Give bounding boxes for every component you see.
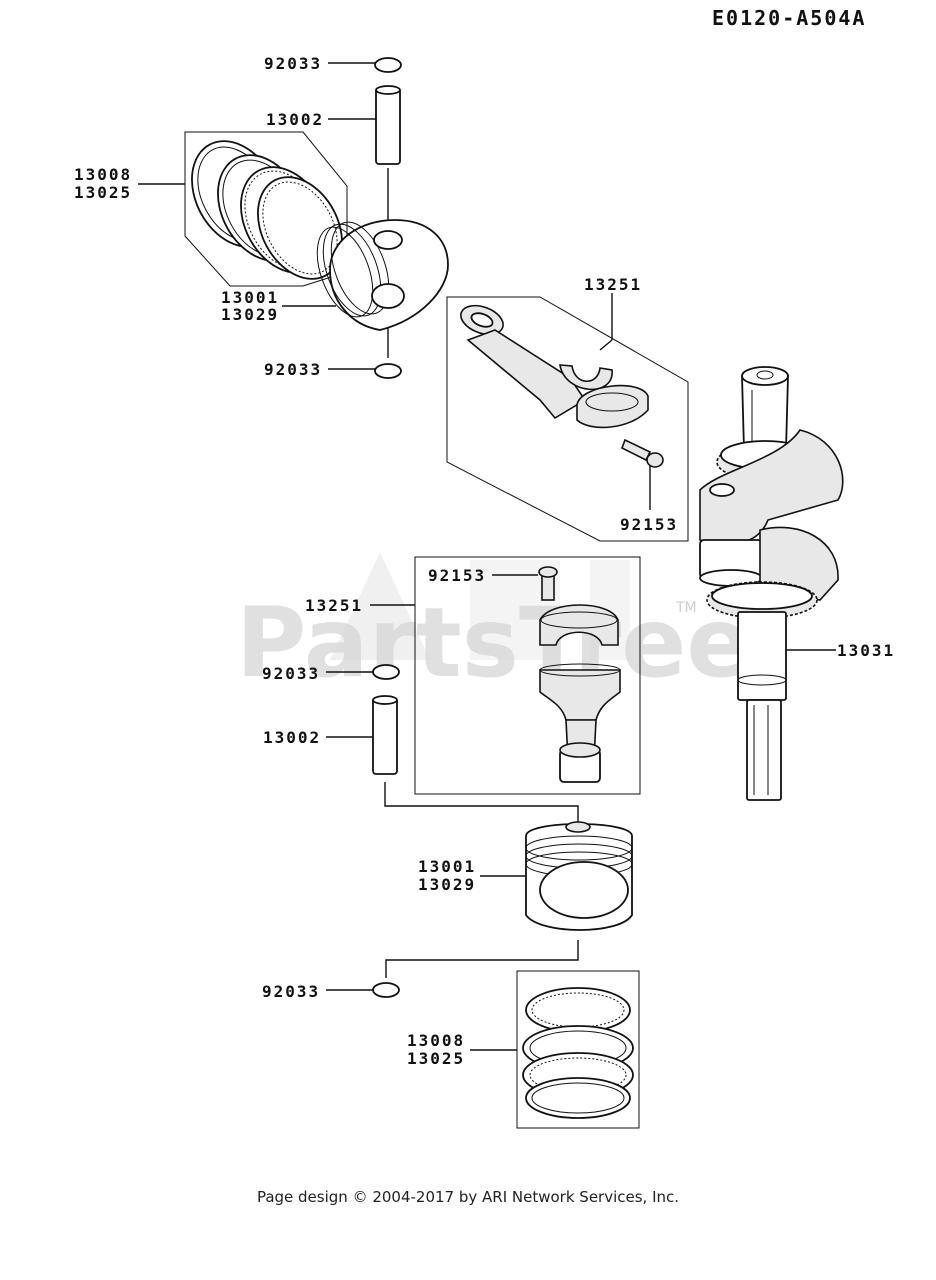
- label-conrod-bottom[interactable]: 13251: [305, 596, 363, 615]
- label-piston-top[interactable]: 13001: [221, 288, 279, 307]
- label-pin-1[interactable]: 13002: [266, 110, 324, 129]
- label-snap-ring-4[interactable]: 92033: [262, 982, 320, 1001]
- label-ring-set-std-top[interactable]: 13025: [74, 183, 132, 202]
- label-piston-std-bottom[interactable]: 13029: [418, 875, 476, 894]
- label-snap-ring-2[interactable]: 92033: [264, 360, 322, 379]
- snap-ring-top-2[interactable]: [328, 363, 402, 379]
- snap-ring-bottom-1[interactable]: [326, 664, 400, 680]
- label-piston-bottom[interactable]: 13001: [418, 857, 476, 876]
- conrod-top[interactable]: [446, 293, 689, 542]
- crankshaft[interactable]: [699, 366, 844, 801]
- ring-set-top[interactable]: [138, 126, 359, 294]
- label-piston-std-top[interactable]: 13029: [221, 305, 279, 324]
- label-ring-set-top[interactable]: 13008: [74, 165, 132, 184]
- label-snap-ring-3[interactable]: 92033: [262, 664, 320, 683]
- piston-bottom[interactable]: [385, 821, 633, 978]
- label-crankshaft[interactable]: 13031: [837, 641, 895, 660]
- piston-pin-bottom[interactable]: [326, 695, 579, 822]
- watermark: PartsTree TM: [236, 552, 751, 699]
- page-footer: Page design © 2004-2017 by ARI Network S…: [256, 1188, 680, 1206]
- label-snap-ring-1[interactable]: 92033: [264, 54, 322, 73]
- piston-pin-top[interactable]: [328, 85, 401, 232]
- piston-top[interactable]: [282, 214, 449, 358]
- snap-ring-bottom-2[interactable]: [326, 982, 400, 998]
- ring-set-bottom[interactable]: [470, 970, 640, 1129]
- label-pin-2[interactable]: 13002: [263, 728, 321, 747]
- label-conrod-top[interactable]: 13251: [584, 275, 642, 294]
- snap-ring-top-1[interactable]: [328, 57, 402, 73]
- watermark-text: PartsTree: [236, 587, 751, 699]
- label-bolt-top[interactable]: 92153: [620, 515, 678, 534]
- label-ring-set-bottom[interactable]: 13008: [407, 1031, 465, 1050]
- label-ring-set-std-bottom[interactable]: 13025: [407, 1049, 465, 1068]
- conrod-bottom[interactable]: [370, 556, 641, 795]
- watermark-tm: TM: [675, 600, 697, 616]
- label-bolt-bottom[interactable]: 92153: [428, 566, 486, 585]
- diagram-code: E0120-A504A: [712, 6, 866, 30]
